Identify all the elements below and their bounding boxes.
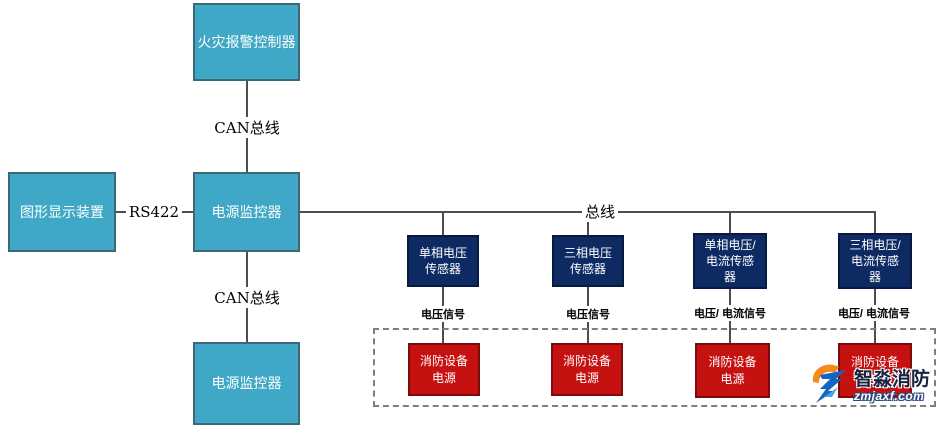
signal-label-4: 电压/ 电流信号	[835, 305, 913, 321]
sensor-label: 三相电压/ 电流传感 器	[849, 237, 901, 285]
signal-label-1: 电压信号	[419, 306, 467, 322]
power-supply-label: 消防设备 电源	[562, 354, 611, 385]
rs422-label: RS422	[125, 203, 183, 221]
can-bus-bottom-label: CAN总线	[211, 287, 283, 308]
watermark-swirl-icon	[808, 363, 852, 410]
power-supplies-enclosure	[373, 328, 936, 407]
power-supply-label: 消防设备 电源	[708, 355, 757, 386]
connector-bus-to-sensor-3	[729, 212, 731, 233]
node-sensor-single-phase-voltage-current: 单相电压/ 电流传感 器	[693, 233, 767, 289]
signal-label-3: 电压/ 电流信号	[691, 305, 769, 321]
connector-bus-to-sensor-4	[874, 212, 876, 233]
can-bus-top-label: CAN总线	[211, 117, 283, 138]
sensor-label: 单相电压 传感器	[418, 245, 467, 276]
watermark-url: zmjaxf.com	[854, 389, 925, 404]
node-fire-alarm-controller: 火灾报警控制器	[193, 3, 300, 81]
node-power-monitor-main: 电源监控器	[193, 172, 300, 252]
node-power-monitor-secondary-label: 电源监控器	[211, 375, 282, 392]
power-supply-label: 消防设备 电源	[850, 355, 899, 386]
node-graphic-display: 图形显示装置	[8, 172, 116, 252]
node-sensor-three-phase-voltage: 三相电压 传感器	[552, 235, 624, 287]
node-graphic-display-label: 图形显示装置	[20, 203, 104, 220]
node-fire-power-supply-4: 消防设备 电源	[838, 343, 912, 398]
connector-bus-to-sensor-1	[442, 212, 444, 235]
node-sensor-three-phase-voltage-current: 三相电压/ 电流传感 器	[838, 233, 912, 289]
watermark: 智淼消防 zmjaxf.com	[808, 363, 930, 410]
connector-bus-to-sensor-2	[587, 212, 589, 235]
watermark-brand: 智淼消防	[854, 369, 931, 391]
sensor-label: 单相电压/ 电流传感 器	[704, 237, 756, 285]
node-fire-power-supply-3: 消防设备 电源	[695, 343, 770, 398]
node-fire-alarm-controller-label: 火灾报警控制器	[197, 33, 296, 50]
node-fire-power-supply-1: 消防设备 电源	[408, 343, 480, 396]
bus-label: 总线	[581, 201, 619, 222]
sensor-label: 三相电压 传感器	[563, 245, 612, 276]
power-supply-label: 消防设备 电源	[419, 354, 468, 385]
signal-label-2: 电压信号	[564, 306, 612, 322]
node-sensor-single-phase-voltage: 单相电压 传感器	[407, 235, 479, 287]
node-power-monitor-secondary: 电源监控器	[193, 342, 300, 425]
node-power-monitor-main-label: 电源监控器	[211, 203, 282, 220]
node-fire-power-supply-2: 消防设备 电源	[551, 343, 623, 396]
